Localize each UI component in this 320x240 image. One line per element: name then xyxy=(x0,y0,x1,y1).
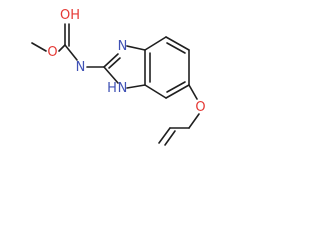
bond-c6-c7-double xyxy=(166,81,186,93)
atom-h-imidazole: H xyxy=(107,81,117,96)
bond-oether-ch2 xyxy=(188,113,200,129)
atom-n-imidazole-bottom: N xyxy=(118,81,128,96)
bond-n3-c3a xyxy=(126,45,146,51)
bond-n1-c7a xyxy=(126,84,146,89)
atom-o-ether: O xyxy=(195,100,205,115)
bond-c4-c5-double xyxy=(166,42,186,54)
bond-c6-c7 xyxy=(165,84,190,99)
bond-c4-c5 xyxy=(165,36,190,51)
bond-ch-ch2-terminal xyxy=(158,127,171,144)
bond-c2-n3-double xyxy=(108,57,121,69)
atom-o-methoxy: O xyxy=(47,45,57,60)
bond-c7-c7a xyxy=(144,84,167,99)
bond-carbonyl-n xyxy=(64,44,78,61)
bond-c3a-c4 xyxy=(144,36,167,51)
bond-o-carbonyl xyxy=(58,44,66,52)
bond-c2-n1 xyxy=(103,66,119,84)
atom-n-carbamate: N xyxy=(76,60,86,75)
atom-n-imidazole-top: N xyxy=(118,39,128,54)
bond-c6-oether xyxy=(188,84,198,100)
atom-oh: OH xyxy=(60,8,80,23)
molecule-diagram: O OH N N H N O xyxy=(31,8,206,146)
bond-ch-ch2-terminal-double xyxy=(164,130,176,146)
bond-methyl-o xyxy=(31,42,47,52)
bond-c2-n3 xyxy=(103,53,119,68)
